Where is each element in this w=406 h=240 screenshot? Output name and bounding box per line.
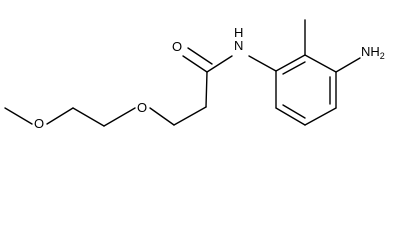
- amine-subscript: 2: [380, 51, 385, 61]
- ring-bond-4: [304, 107, 337, 126]
- ether-oxygen-label: O: [137, 100, 147, 115]
- bond-ch3-o: [4, 107, 33, 125]
- atom-labels: O O O N H NH2: [34, 25, 385, 131]
- bond-o-ch2-chain: [149, 107, 175, 126]
- bond-n-ring: [248, 55, 277, 72]
- ring-bond-1: [275, 54, 306, 72]
- ring-inner-3: [282, 104, 306, 119]
- carbonyl-oxygen-label: O: [172, 39, 182, 54]
- bond-o-ch2: [46, 107, 74, 125]
- amide-hydrogen-label: H: [234, 25, 243, 40]
- bond-carbonyl-double-b: [187, 47, 213, 65]
- bond-ch2-carbonyl: [205, 71, 208, 108]
- amine-label: NH2: [361, 44, 385, 61]
- structural-formula: O O O N H NH2: [4, 19, 385, 131]
- bonds: [4, 19, 361, 127]
- amine-symbol: NH: [361, 44, 380, 59]
- ring-inner-1: [282, 61, 306, 75]
- bond-ch2-o-ether: [103, 107, 136, 127]
- amide-nitrogen-label: N: [234, 38, 243, 53]
- bond-carbonyl-n: [206, 55, 233, 73]
- bond-ch2-ch2: [72, 107, 105, 127]
- ring-bond-5: [275, 107, 306, 126]
- bond-carbonyl-double-a: [182, 55, 208, 73]
- methoxy-oxygen-label: O: [34, 116, 44, 131]
- ring-bond-2: [304, 54, 337, 73]
- bond-ch2-ch2-chain: [173, 106, 207, 126]
- bond-ring-nh2: [335, 57, 361, 73]
